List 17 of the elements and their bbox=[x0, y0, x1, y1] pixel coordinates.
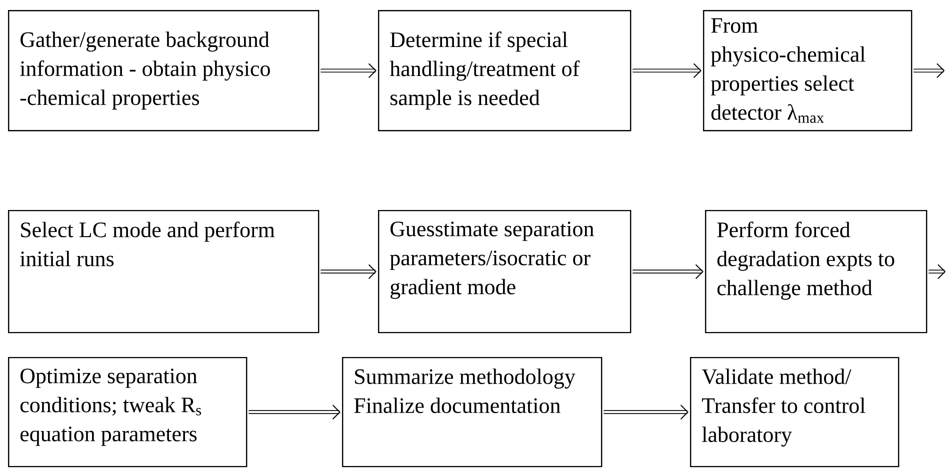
double-arrow bbox=[928, 264, 946, 280]
double-arrow bbox=[604, 404, 688, 420]
process-box: Select LC mode and perform initial runs bbox=[8, 210, 320, 334]
process-box: Gather/generate background information - obtain physico -chemical properties bbox=[8, 10, 320, 132]
double-arrow bbox=[320, 63, 376, 78]
process-box: Optimize separation conditions; tweak R$_{s}$ equation parameters bbox=[8, 356, 248, 468]
process-box: Validate method/ Transfer to control laboratory bbox=[690, 356, 900, 468]
process-box: Perform forced degradation expts to challenge method bbox=[705, 210, 928, 334]
double-arrow bbox=[248, 404, 340, 420]
double-arrow bbox=[320, 264, 376, 280]
process-box: Guesstimate separation parameters/isocratic or gradient mode bbox=[378, 210, 632, 334]
process-box: From physico-chemical properties select detector λ$_{max}$ bbox=[703, 10, 912, 132]
double-arrow bbox=[632, 264, 704, 280]
double-arrow bbox=[632, 63, 702, 78]
process-box: Determine if special handling/treatment of sample is needed bbox=[378, 10, 632, 132]
process-box: Summarize methodology Finalize documentation bbox=[342, 356, 602, 468]
double-arrow bbox=[914, 63, 945, 78]
